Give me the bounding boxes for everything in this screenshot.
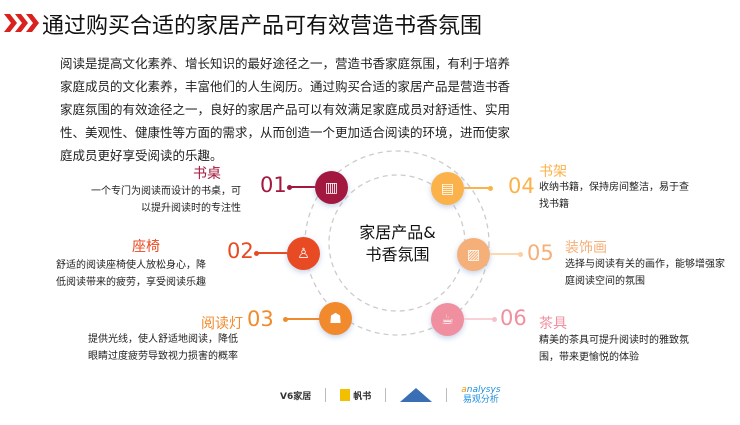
chair-icon: ♙ — [287, 237, 320, 270]
center-line2: 书香氛围 — [365, 245, 430, 264]
connector-line — [257, 252, 287, 254]
connector-dot — [488, 186, 493, 191]
item-num-picture: 05 — [527, 241, 554, 265]
analysys-text: nalysys — [466, 385, 501, 395]
logo-institute-icon — [400, 388, 433, 402]
connector-line — [286, 318, 322, 320]
item-name-bookshelf: 书架 — [539, 164, 567, 180]
logo-v6: V6家居 — [280, 391, 312, 402]
center-label: 家居产品& 书香氛围 — [340, 222, 455, 266]
item-name-teapot: 茶具 — [539, 316, 567, 332]
connector-dot — [492, 317, 497, 322]
connector-dot — [283, 317, 288, 322]
item-num-desk: 01 — [260, 173, 287, 197]
item-num-lamp: 03 — [247, 307, 274, 331]
picture-icon: ▨ — [457, 238, 490, 271]
item-name-picture: 装饰画 — [565, 240, 607, 256]
connector-dot — [287, 185, 292, 190]
fanshu-icon — [340, 389, 351, 401]
item-desc-bookshelf: 收纳书籍，保持房间整洁，易于查找书籍 — [539, 182, 689, 210]
teapot-icon: ☕ — [431, 303, 464, 336]
item-name-chair: 座椅 — [132, 239, 160, 255]
lamp-icon: ☗ — [319, 302, 352, 335]
connector-dot — [518, 252, 523, 257]
item-desc-chair: 舒适的阅读座椅使人放松身心，降低阅读带来的疲劳，享受阅读乐趣 — [56, 260, 206, 288]
fanshu-text: 帆书 — [353, 391, 372, 402]
item-num-bookshelf: 04 — [508, 174, 535, 198]
desk-icon: ▥ — [315, 171, 348, 204]
chevrons-icon — [4, 14, 39, 32]
item-num-teapot: 06 — [500, 306, 527, 330]
item-desc-picture: 选择与阅读有关的画作，能够增强家庭阅读空间的氛围 — [565, 259, 725, 287]
connector-line — [464, 318, 494, 320]
connector-dot — [254, 251, 259, 256]
intro-paragraph: 阅读是提高文化素养、增长知识的最好途径之一，营造书香家庭氛围，有利于培养家庭成员… — [60, 56, 511, 163]
item-desc-lamp: 提供光线，使人舒适地阅读，降低眼睛过度疲劳导致视力损害的概率 — [88, 334, 238, 362]
connector-line — [490, 253, 520, 255]
center-line1: 家居产品& — [359, 223, 436, 242]
divider — [385, 388, 387, 402]
item-num-chair: 02 — [227, 239, 254, 263]
bookshelf-icon: ▤ — [431, 172, 464, 205]
connector-line — [290, 186, 318, 188]
item-desc-desk: 一个专门为阅读而设计的书桌，可以提升阅读时的专注性 — [91, 186, 241, 214]
item-name-lamp: 阅读灯 — [201, 316, 243, 332]
connector-line — [464, 187, 491, 189]
divider — [325, 388, 327, 402]
analysys-cn-text: 易观分析 — [462, 395, 499, 405]
item-desc-teapot: 精美的茶具可提升阅读时的雅致氛围，带来更愉悦的体验 — [539, 335, 689, 363]
logo-fanshu: 帆书 — [340, 389, 371, 402]
page-title: 通过购买合适的家居产品可有效营造书香氛围 — [42, 14, 483, 39]
divider — [446, 388, 448, 402]
item-name-desk: 书桌 — [193, 166, 221, 182]
